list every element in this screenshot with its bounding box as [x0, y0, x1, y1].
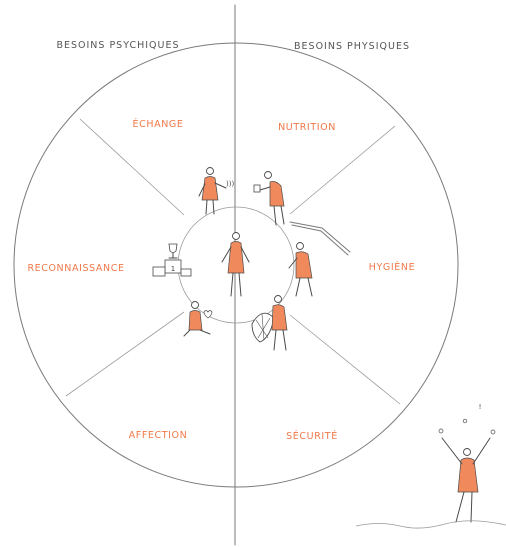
radial-spokes — [65, 118, 401, 405]
affection-figure — [183, 301, 213, 337]
security-figure — [251, 295, 288, 351]
segment-reconnaissance: RECONNAISSANCE — [27, 263, 124, 274]
segment-echange: ÉCHANGE — [133, 118, 184, 130]
segment-affection: AFFECTION — [129, 430, 188, 441]
hygiene-figure — [288, 221, 351, 297]
svg-text:))): ))) — [226, 180, 234, 188]
podium-number: 1 — [171, 265, 175, 273]
segment-nutrition: NUTRITION — [278, 122, 336, 133]
heart-icon — [203, 310, 213, 319]
header-psychic-needs: BESOINS PSYCHIQUES — [56, 40, 179, 51]
exchange-figure: ))) — [198, 167, 234, 215]
segment-securite: SÉCURITÉ — [286, 430, 338, 442]
cup-icon — [253, 184, 261, 193]
nutrition-figure — [253, 171, 285, 226]
header-physical-needs: BESOINS PHYSIQUES — [294, 41, 410, 52]
podium-trophy: 1 — [152, 243, 192, 277]
juggler-figure: ! — [355, 403, 506, 529]
outer-circle — [13, 42, 459, 488]
segment-hygiene: HYGIÈNE — [369, 261, 415, 273]
center-figure — [221, 232, 250, 297]
trophy-icon — [168, 243, 178, 253]
exclamation-mark: ! — [479, 403, 482, 411]
